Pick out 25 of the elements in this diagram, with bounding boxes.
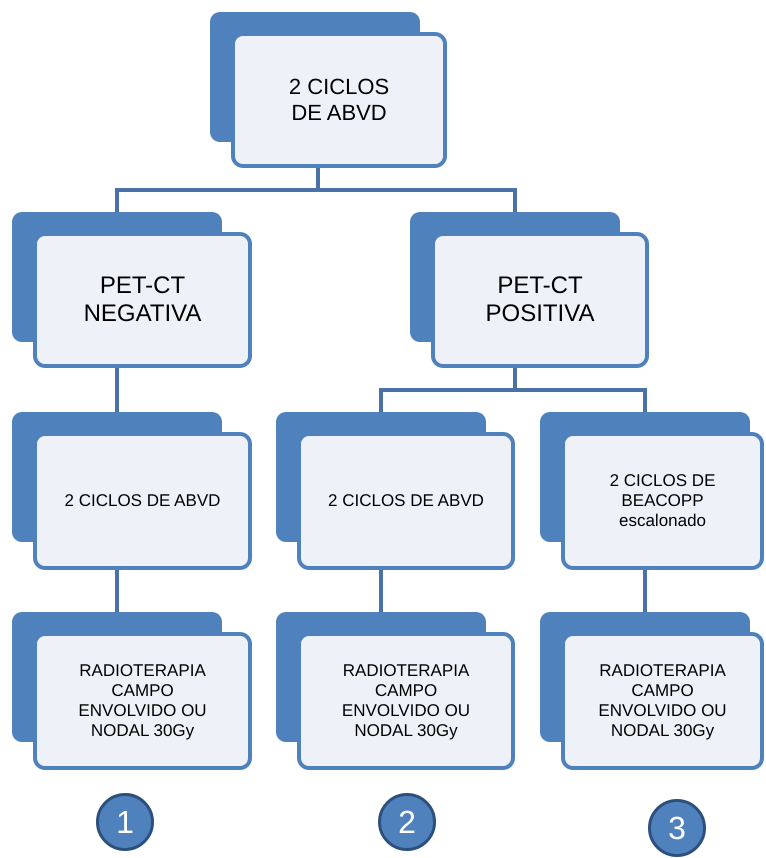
process-box: 2 CICLOS DE ABVD xyxy=(297,432,515,570)
connector-line xyxy=(115,368,119,412)
stacked-card xyxy=(12,612,252,770)
process-box: RADIOTERAPIA CAMPO ENVOLVIDO OU NODAL 30Gy xyxy=(297,632,515,770)
connector-line xyxy=(379,570,383,612)
process-box: 2 CICLOS DE BEACOPP escalonado xyxy=(561,432,764,570)
process-box: 2 CICLOS DE ABVD xyxy=(33,432,252,570)
stacked-card xyxy=(540,612,764,770)
process-box: 2 CICLOS DE ABVD xyxy=(231,32,447,168)
step-number-circle: 2 xyxy=(378,793,436,851)
stacked-card xyxy=(540,412,764,570)
stacked-card xyxy=(410,212,649,368)
process-box: PET-CT NEGATIVA xyxy=(33,232,252,368)
connector-line xyxy=(115,570,119,612)
stacked-card xyxy=(210,12,447,168)
stacked-card xyxy=(12,212,252,368)
process-box: RADIOTERAPIA CAMPO ENVOLVIDO OU NODAL 30Gy xyxy=(561,632,764,770)
stacked-card xyxy=(276,412,515,570)
stacked-card xyxy=(276,612,515,770)
step-number-circle: 1 xyxy=(96,793,154,851)
process-box: RADIOTERAPIA CAMPO ENVOLVIDO OU NODAL 30Gy xyxy=(33,632,252,770)
connector-line xyxy=(643,570,647,612)
stacked-card xyxy=(12,412,252,570)
step-number-circle: 3 xyxy=(648,799,706,857)
process-box: PET-CT POSITIVA xyxy=(431,232,649,368)
